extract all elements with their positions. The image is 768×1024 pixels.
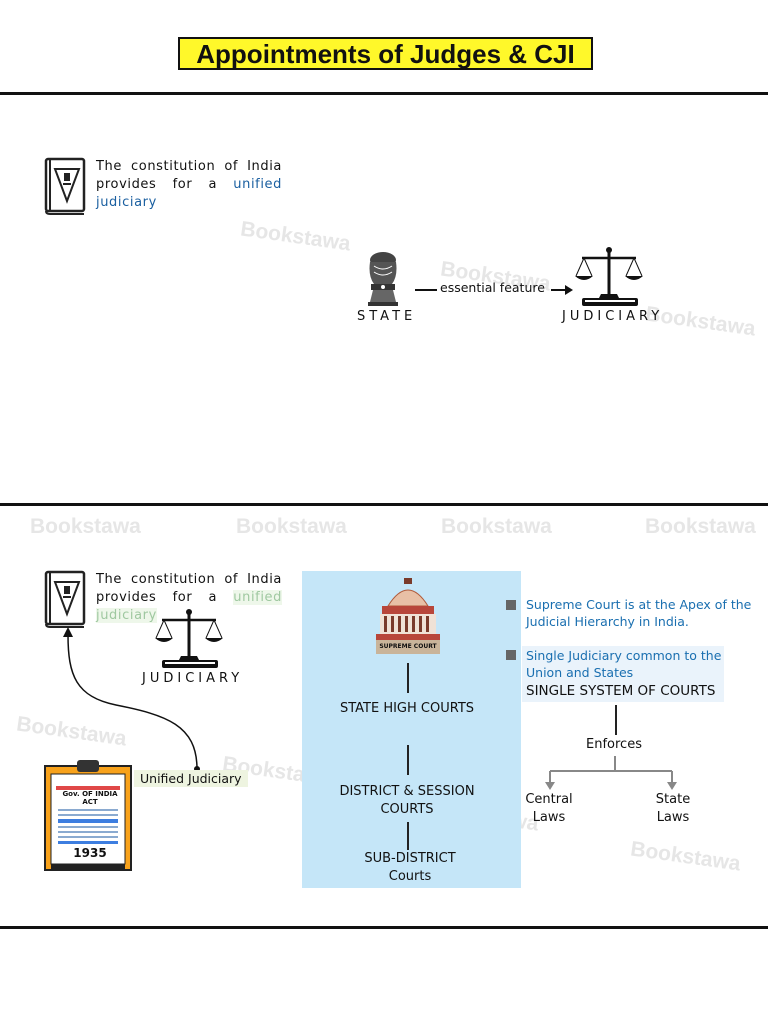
enforces-label: Enforces xyxy=(586,737,642,752)
page-title: Appointments of Judges & CJI xyxy=(178,37,593,70)
act-year: 1935 xyxy=(73,846,107,860)
act-title-label: Gov. OF INDIA ACT xyxy=(54,790,126,806)
watermark: Bookstawa xyxy=(239,217,353,256)
act-line-2: ACT xyxy=(82,798,98,806)
bullet-single-judiciary: Single Judiciary common to the Union and… xyxy=(526,648,722,680)
unified-judiciary-label: Unified Judiciary xyxy=(134,770,248,787)
enforces-connector xyxy=(615,705,617,735)
watermark: Bookstawa xyxy=(30,515,141,538)
sub-district-courts: SUB-DISTRICT Courts xyxy=(364,851,456,884)
unified-judiciary-link-text: unified judiciary xyxy=(96,177,282,210)
essential-feature-label: essential feature xyxy=(440,280,545,295)
single-system-of-courts: SINGLE SYSTEM OF COURTS xyxy=(526,683,716,699)
watermark: Bookstawa xyxy=(629,837,743,876)
watermark: Bookstawa xyxy=(236,515,347,538)
central-laws: Central Laws xyxy=(525,792,573,825)
curved-connector-arrow xyxy=(63,627,200,772)
divider-middle xyxy=(0,503,768,506)
bullet-marker xyxy=(506,650,516,660)
hierarchy-connector xyxy=(407,822,409,850)
hierarchy-connector xyxy=(407,663,409,693)
judiciary-label: JUDICIARY xyxy=(142,671,244,686)
govt-of-india-act-clipboard-icon xyxy=(44,760,132,871)
justice-scales-icon xyxy=(155,609,223,668)
state-emblem-icon xyxy=(368,252,398,306)
intro-text: The constitution of India provides for a xyxy=(96,159,282,192)
judiciary-label: JUDICIARY xyxy=(562,309,664,324)
district-session-courts: DISTRICT & SESSION COURTS xyxy=(339,784,475,817)
state-laws: State Laws xyxy=(655,792,691,825)
enforces-branch-arrows xyxy=(545,756,677,790)
supreme-court-sign: SUPREME COURT xyxy=(379,643,437,650)
hierarchy-connector xyxy=(407,745,409,775)
divider-top xyxy=(0,92,768,95)
supreme-court-building-icon xyxy=(376,578,440,654)
state-label: STATE xyxy=(357,309,417,324)
intro-paragraph-2: The constitution of India provides for a… xyxy=(96,571,282,625)
watermark: Bookstawa xyxy=(441,515,552,538)
bullet-marker xyxy=(506,600,516,610)
intro-paragraph: The constitution of India provides for a… xyxy=(96,158,282,212)
arrow-right-icon xyxy=(551,285,573,295)
constitution-book-icon xyxy=(44,157,86,215)
act-line-1: Gov. OF INDIA xyxy=(62,790,118,798)
constitution-book-icon xyxy=(44,570,86,628)
watermark: Bookstawa xyxy=(645,515,756,538)
bullet-supreme-apex: Supreme Court is at the Apex of the Judi… xyxy=(526,597,752,629)
justice-scales-icon xyxy=(575,247,643,306)
divider-bottom xyxy=(0,926,768,929)
arrow-line-left xyxy=(415,289,437,291)
state-high-courts: STATE HIGH COURTS xyxy=(339,701,475,716)
intro-text: The constitution of India provides for a xyxy=(96,572,282,605)
single-judiciary-highlight-box xyxy=(522,646,724,702)
